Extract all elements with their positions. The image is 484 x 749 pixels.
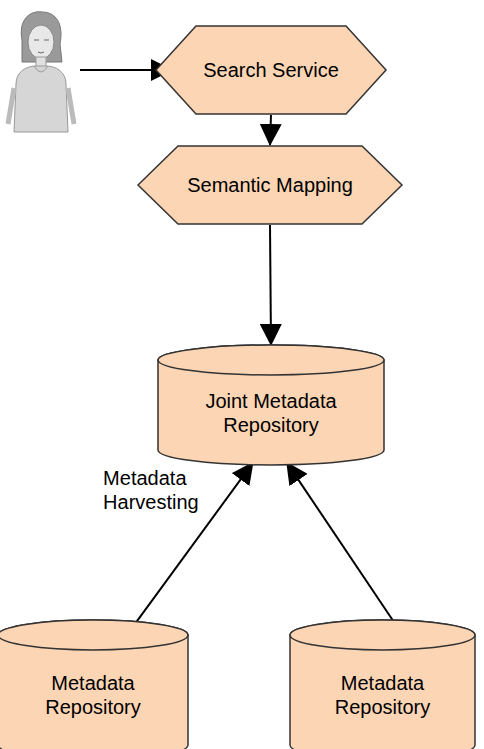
service-hexagon: Search Service xyxy=(156,25,386,115)
service-hexagon: Semantic Mapping xyxy=(138,145,402,225)
connector-arrow xyxy=(270,225,271,345)
node-label: Search Service xyxy=(197,58,344,82)
node-label: Joint Metadata Repository xyxy=(166,389,376,437)
node-label: Semantic Mapping xyxy=(186,173,355,197)
person-figure xyxy=(8,12,74,132)
node-label: Metadata Repository xyxy=(298,671,467,719)
connector-arrow xyxy=(269,115,272,145)
repository-cylinder: Joint Metadata Repository xyxy=(158,345,384,465)
node-label: Metadata Repository xyxy=(6,671,180,719)
connector-arrow xyxy=(287,463,396,625)
edge-label: Metadata Harvesting xyxy=(101,466,205,514)
repository-cylinder: Metadata Repository xyxy=(0,620,188,749)
repository-cylinder: Metadata Repository xyxy=(290,620,475,749)
